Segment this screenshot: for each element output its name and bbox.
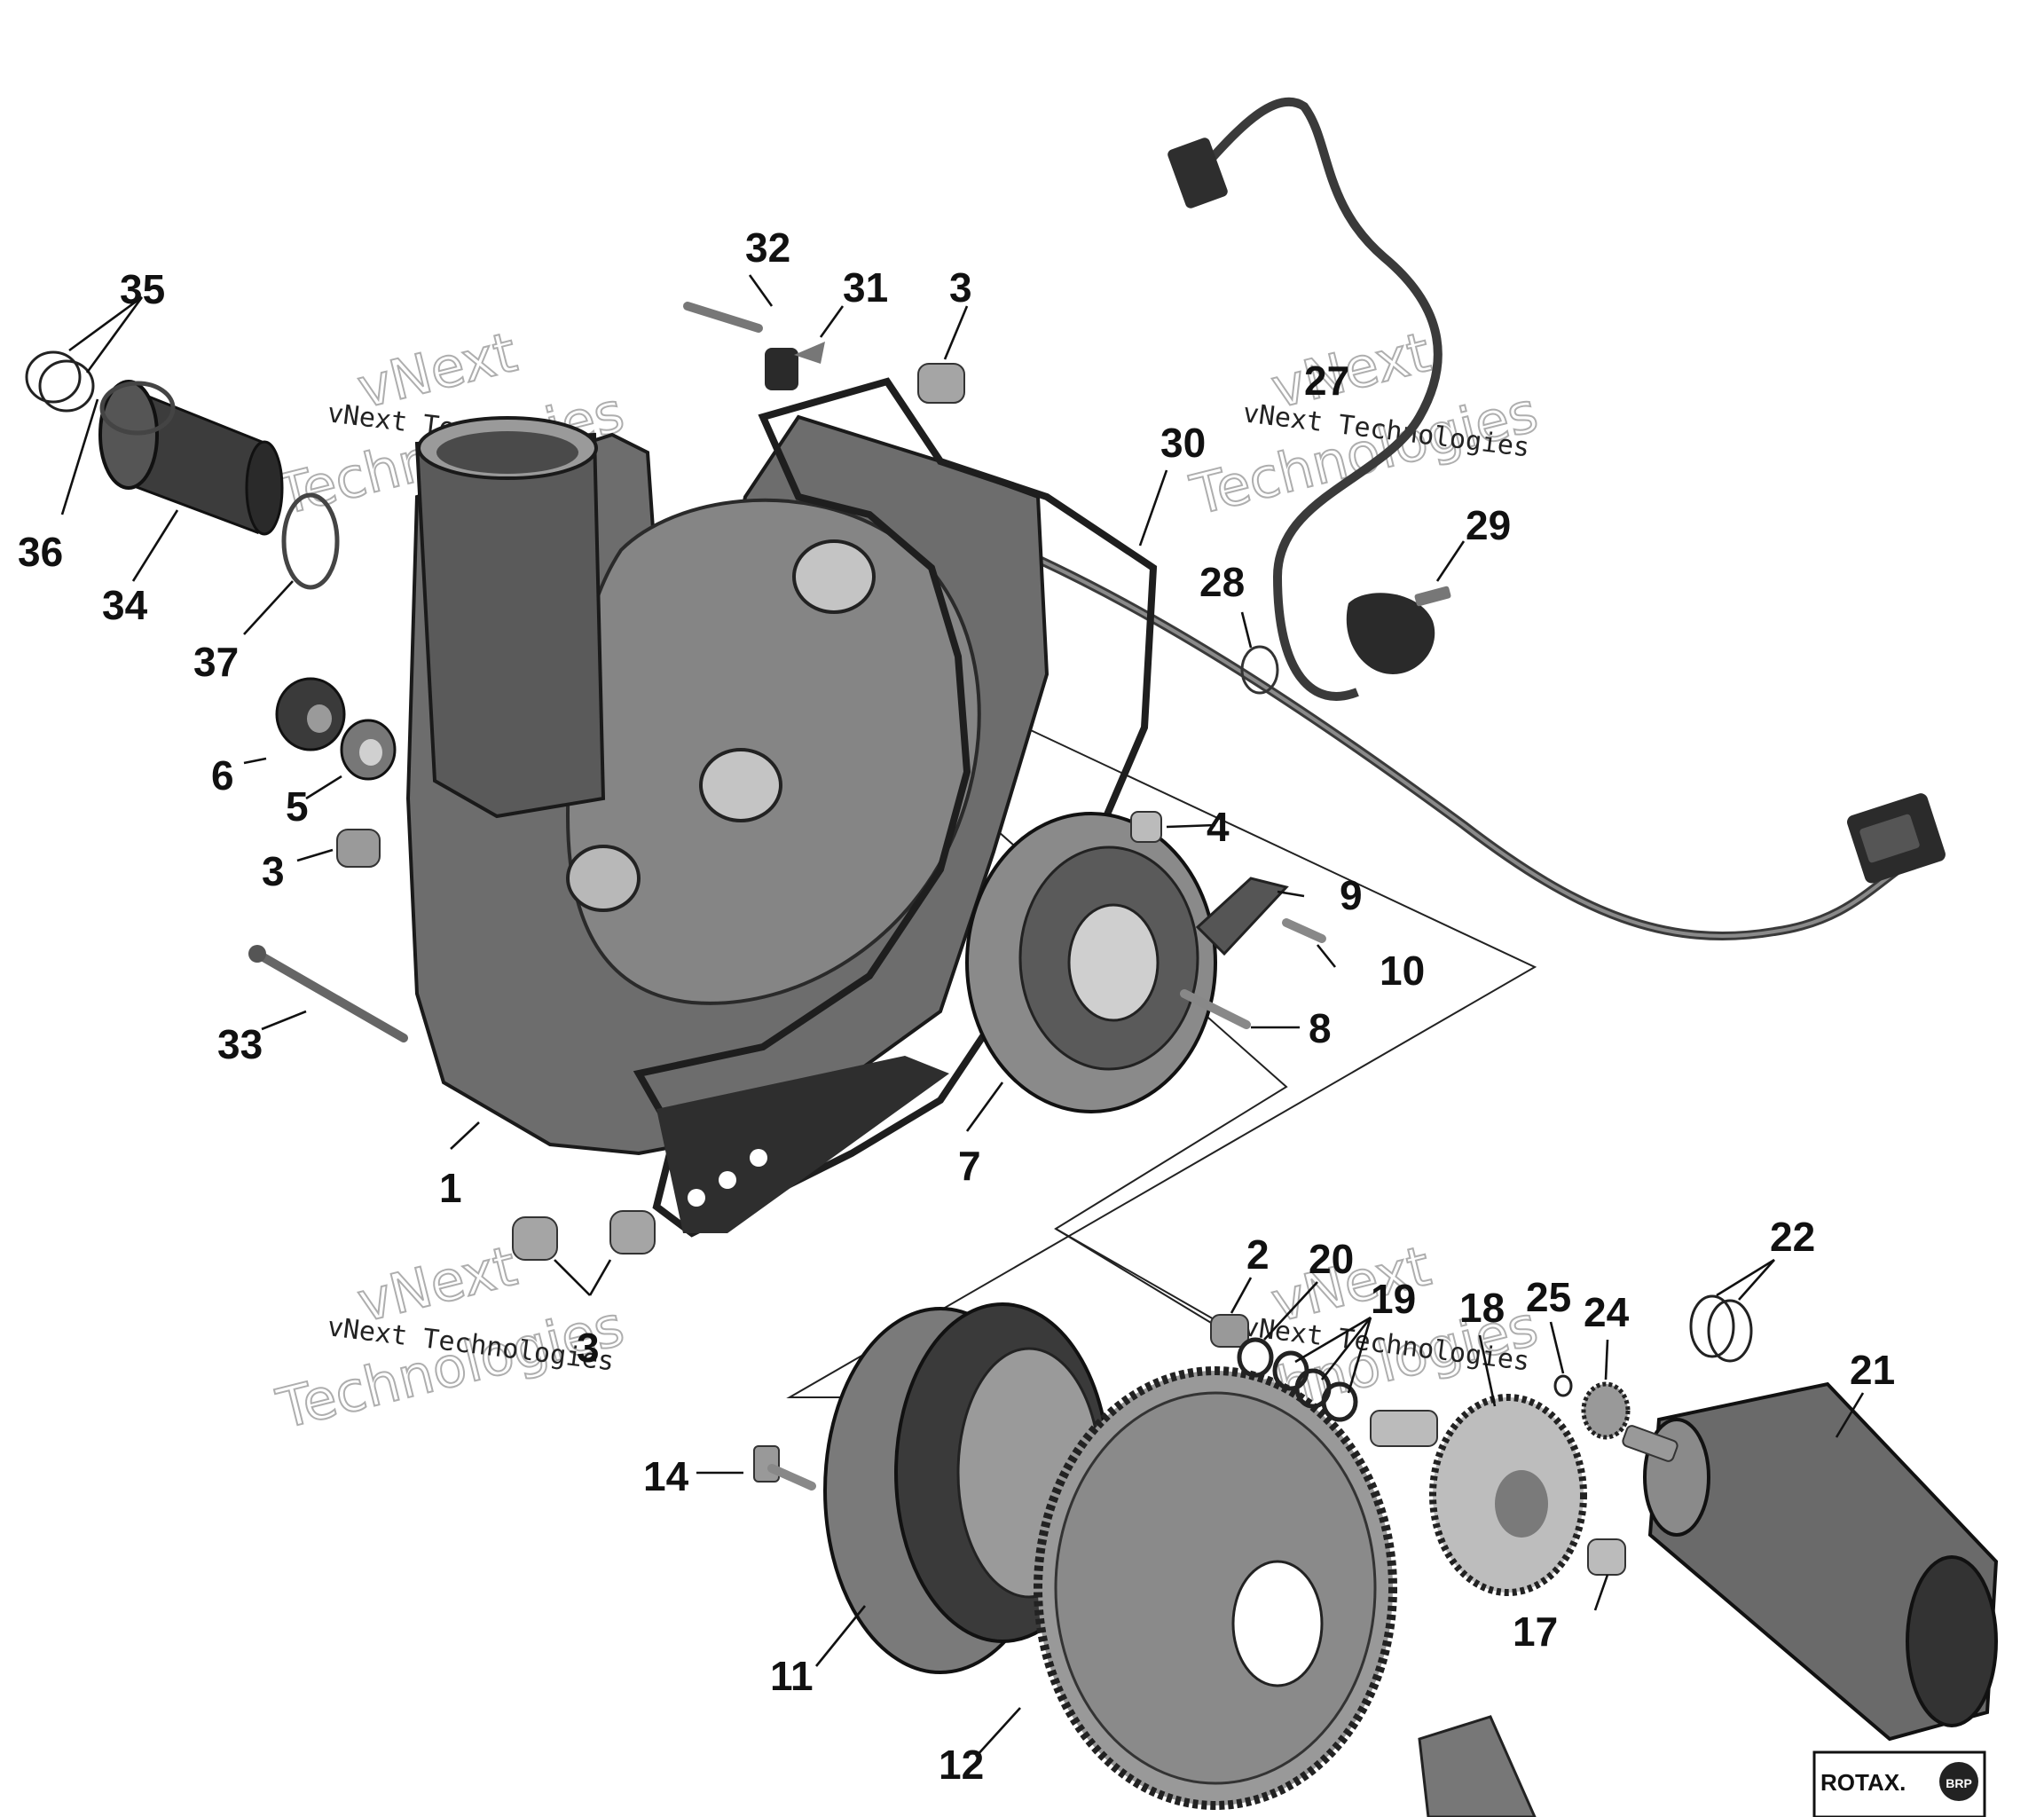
callout-28: 28 xyxy=(1199,559,1245,605)
starter-motor xyxy=(1622,1381,1999,1742)
housing-tube-bore xyxy=(436,431,578,474)
drive-shaft xyxy=(1418,1715,1537,1817)
gear-18 xyxy=(1429,1394,1587,1596)
rotax-logo: ROTAX. BRP xyxy=(1812,1750,1986,1817)
callout-11: 11 xyxy=(770,1653,814,1699)
callout-32: 32 xyxy=(745,224,790,271)
o-rings-22 xyxy=(1689,1294,1753,1363)
callout-18: 18 xyxy=(1459,1285,1505,1331)
callout-22: 22 xyxy=(1770,1214,1815,1260)
callout-1: 1 xyxy=(439,1165,462,1211)
dowels-3-bottom xyxy=(512,1210,656,1261)
callout-3-top: 3 xyxy=(949,264,972,311)
callout-7: 7 xyxy=(958,1143,981,1189)
connector-right-face xyxy=(1859,814,1920,863)
dowel-4 xyxy=(1130,811,1162,843)
seal-6 xyxy=(275,677,346,751)
harness-wire xyxy=(1203,97,1443,701)
watermark-top-right: vNext Technologies vNext Technologies xyxy=(1183,319,1545,529)
housing-tube xyxy=(414,432,606,819)
callout-25: 25 xyxy=(1526,1274,1571,1320)
rings-19 xyxy=(1272,1350,1358,1422)
callout-3-left: 3 xyxy=(262,848,285,894)
callout-17: 17 xyxy=(1513,1609,1558,1655)
callout-10: 10 xyxy=(1380,948,1425,994)
o-ring xyxy=(1240,645,1279,695)
o-ring-35a xyxy=(25,350,82,404)
speed-sensor xyxy=(1346,586,1451,674)
logo-mark-text: BRP xyxy=(1946,1776,1972,1790)
sensor-screw xyxy=(1414,586,1451,607)
callout-20: 20 xyxy=(1309,1236,1354,1282)
pinion-24 xyxy=(1581,1381,1631,1440)
logo-brand-text: ROTAX. xyxy=(1820,1769,1906,1796)
bolt-32 xyxy=(683,302,763,333)
callout-37: 37 xyxy=(193,639,239,685)
callout-4: 4 xyxy=(1207,804,1230,850)
callout-labels: 1 2 3 3 3 4 5 6 7 8 9 10 11 12 14 17 18 … xyxy=(18,224,1895,1788)
bushing-2 xyxy=(1210,1314,1249,1348)
callout-30: 30 xyxy=(1160,420,1206,466)
callout-27: 27 xyxy=(1304,358,1349,404)
callout-36: 36 xyxy=(18,529,63,575)
harness-wire-highlight xyxy=(975,531,1900,938)
callout-31: 31 xyxy=(843,264,888,311)
bearing-5 xyxy=(340,719,397,781)
gasket-hole xyxy=(719,1171,736,1189)
magneto-housing xyxy=(405,377,1158,1238)
shaft-sleeve xyxy=(1370,1410,1438,1447)
callout-3-bottom: 3 xyxy=(577,1325,600,1371)
callout-6: 6 xyxy=(211,752,234,798)
dowel-3-left xyxy=(336,829,381,868)
gasket xyxy=(633,377,1158,1238)
callout-19: 19 xyxy=(1371,1276,1416,1322)
bracket-9 xyxy=(1195,877,1289,956)
wiring-harness xyxy=(974,97,1946,940)
gasket-hole xyxy=(750,1149,767,1167)
hose-end-outlet xyxy=(245,440,284,536)
leader-lines xyxy=(60,274,1865,1758)
callout-5: 5 xyxy=(286,783,309,830)
callout-29: 29 xyxy=(1466,502,1511,548)
callout-24: 24 xyxy=(1584,1289,1630,1335)
callout-33: 33 xyxy=(217,1021,263,1067)
hose-clamp xyxy=(99,381,176,436)
ring-gear-12 xyxy=(1034,1366,1397,1810)
brp-emblem-icon xyxy=(1939,1762,1978,1801)
bolt-33 xyxy=(248,945,408,1042)
clip-31 xyxy=(765,342,825,390)
bushing-17 xyxy=(1587,1538,1626,1576)
housing-bearing-seat-upper xyxy=(792,539,876,614)
screw-8 xyxy=(1180,989,1251,1029)
hose-end xyxy=(98,380,159,490)
callout-34: 34 xyxy=(102,582,148,628)
screw-10 xyxy=(1282,918,1326,943)
gasket-lower-flange xyxy=(656,1056,949,1233)
stator xyxy=(965,812,1217,1113)
callout-14: 14 xyxy=(643,1453,689,1499)
callout-8: 8 xyxy=(1309,1005,1332,1051)
callout-21: 21 xyxy=(1850,1347,1895,1393)
o-ring-35b xyxy=(38,359,95,413)
callout-12: 12 xyxy=(939,1742,984,1788)
sensor-body xyxy=(1346,593,1435,674)
callout-9: 9 xyxy=(1340,872,1363,918)
guide-line-crank xyxy=(786,620,1537,1398)
clip-25 xyxy=(1553,1374,1573,1397)
housing-boss xyxy=(566,845,641,912)
dowel-3-top xyxy=(917,363,965,404)
clamp-ring xyxy=(281,492,340,590)
callout-35: 35 xyxy=(120,266,165,312)
bolt-14 xyxy=(753,1445,816,1491)
intake-hose-assembly xyxy=(25,350,340,590)
guide-line-idler xyxy=(1055,1228,1216,1321)
housing-bearing-seat xyxy=(699,748,782,822)
connector-top xyxy=(1167,138,1228,208)
gasket-hole xyxy=(688,1189,705,1207)
callout-2: 2 xyxy=(1246,1231,1270,1278)
washer-20 xyxy=(1237,1337,1274,1378)
